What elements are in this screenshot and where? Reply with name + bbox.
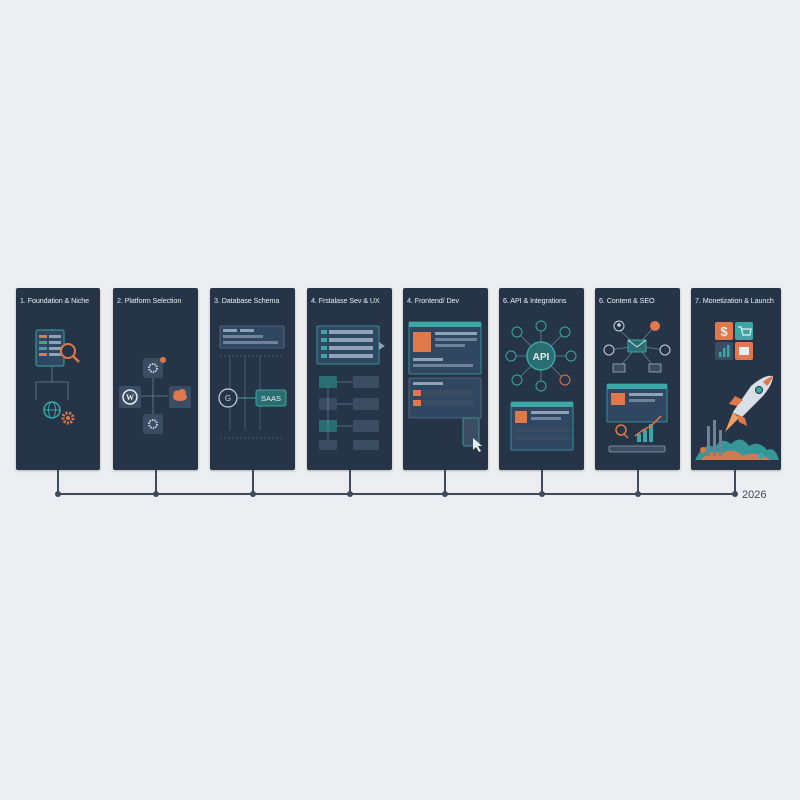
timeline-dot[interactable] xyxy=(442,491,448,497)
dollar-icon: $ xyxy=(720,324,728,339)
timeline-stem xyxy=(57,470,59,494)
gear-icon xyxy=(61,411,75,425)
timeline-dot[interactable] xyxy=(347,491,353,497)
mail-icon xyxy=(627,339,647,353)
timeline-stem xyxy=(734,470,736,494)
step-card-content[interactable]: 6. Content & SEO xyxy=(595,288,680,470)
step-title: 7. Monetization & Launch xyxy=(695,296,774,305)
timeline-year-label: 2026 xyxy=(742,489,767,501)
step-title: 6. API & Integrations xyxy=(503,296,567,305)
wordpress-icon: W xyxy=(122,389,138,405)
step-title: 1. Foundation & Niche xyxy=(20,296,90,305)
timeline-stem xyxy=(155,470,157,494)
step-title: 4. Frstalase Sev & UX xyxy=(311,296,380,305)
api-label: API xyxy=(533,352,550,363)
foundation-illustration xyxy=(35,329,80,425)
svg-text:W: W xyxy=(126,393,134,402)
step-title: 4. Frontend/ Dev xyxy=(407,296,459,305)
step-title: 2. Platform Selection xyxy=(117,296,182,305)
api-illustration: API xyxy=(505,320,577,451)
timeline-main-line xyxy=(57,493,735,495)
timeline-dot[interactable] xyxy=(250,491,256,497)
step-card-launch[interactable]: 7. Monetization & Launch $ xyxy=(691,288,781,470)
timeline-stem xyxy=(252,470,254,494)
step-card-api[interactable]: 6. API & Integrations API xyxy=(499,288,584,470)
api-hub-icon xyxy=(505,320,577,392)
search-icon xyxy=(615,424,629,439)
svg-text:G: G xyxy=(225,394,231,403)
timeline-stem xyxy=(444,470,446,494)
content-illustration xyxy=(603,320,671,453)
timeline-dot[interactable] xyxy=(55,491,61,497)
step-card-frontend[interactable]: 4. Frontend/ Dev xyxy=(403,288,488,470)
timeline-stem xyxy=(349,470,351,494)
location-pin-icon xyxy=(613,320,625,332)
timeline-dot[interactable] xyxy=(539,491,545,497)
step-title: 3. Database Schema xyxy=(214,296,280,305)
cursor-icon xyxy=(473,438,482,452)
search-icon xyxy=(60,343,80,363)
cart-icon xyxy=(738,326,752,336)
step-card-platform[interactable]: 2. Platform Selection W xyxy=(113,288,198,470)
timeline-stem xyxy=(541,470,543,494)
cloud-icon xyxy=(173,389,187,401)
frontend-illustration xyxy=(408,321,482,452)
browser-icon xyxy=(408,321,482,375)
saas-label: SAAS xyxy=(261,394,281,403)
step-card-ux[interactable]: 4. Frstalase Sev & UX xyxy=(307,288,392,470)
launch-illustration: $ xyxy=(695,322,779,460)
platform-illustration: W xyxy=(119,357,191,434)
timeline-stem xyxy=(637,470,639,494)
step-card-database[interactable]: 3. Database Schema G SAAS xyxy=(210,288,295,470)
timeline-dot[interactable] xyxy=(732,491,738,497)
gear-icon xyxy=(148,419,158,429)
gear-icon xyxy=(148,363,158,373)
chart-icon xyxy=(634,415,662,442)
step-title: 6. Content & SEO xyxy=(599,296,655,305)
rocket-icon xyxy=(725,375,773,432)
database-illustration: G SAAS xyxy=(218,325,287,439)
ux-illustration xyxy=(316,325,385,450)
globe-icon xyxy=(43,401,61,419)
timeline-dot[interactable] xyxy=(635,491,641,497)
step-card-foundation[interactable]: 1. Foundation & Niche xyxy=(16,288,100,470)
database-icon: G xyxy=(218,388,238,408)
timeline-dot[interactable] xyxy=(153,491,159,497)
